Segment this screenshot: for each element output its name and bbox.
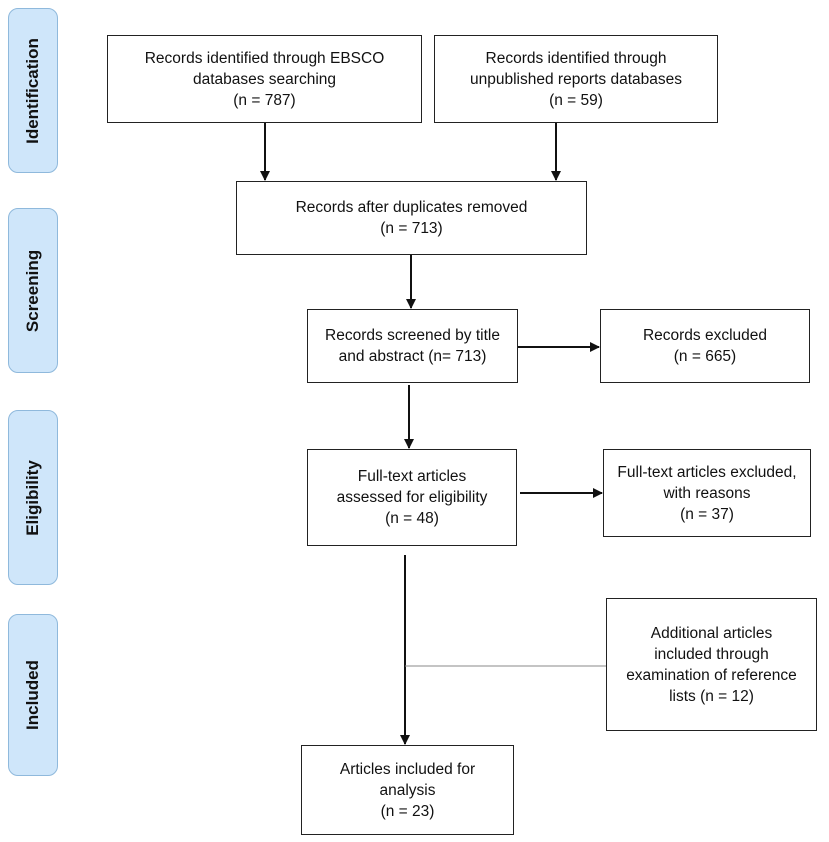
box-duplicates-removed: Records after duplicates removed (n = 71… bbox=[236, 181, 587, 255]
box-records-excluded: Records excluded (n = 665) bbox=[600, 309, 810, 383]
box-records-screened: Records screened by title and abstract (… bbox=[307, 309, 518, 383]
box-fulltext-assessed: Full-text articles assessed for eligibil… bbox=[307, 449, 517, 546]
phase-screening: Screening bbox=[8, 208, 58, 373]
phase-included: Included bbox=[8, 614, 58, 776]
box-unpublished-records: Records identified through unpublished r… bbox=[434, 35, 718, 123]
box-ebsco-records: Records identified through EBSCO databas… bbox=[107, 35, 422, 123]
box-additional-articles: Additional articles included through exa… bbox=[606, 598, 817, 731]
box-articles-included: Articles included for analysis (n = 23) bbox=[301, 745, 514, 835]
box-fulltext-excluded: Full-text articles excluded, with reason… bbox=[603, 449, 811, 537]
phase-eligibility: Eligibility bbox=[8, 410, 58, 585]
phase-identification: Identification bbox=[8, 8, 58, 173]
